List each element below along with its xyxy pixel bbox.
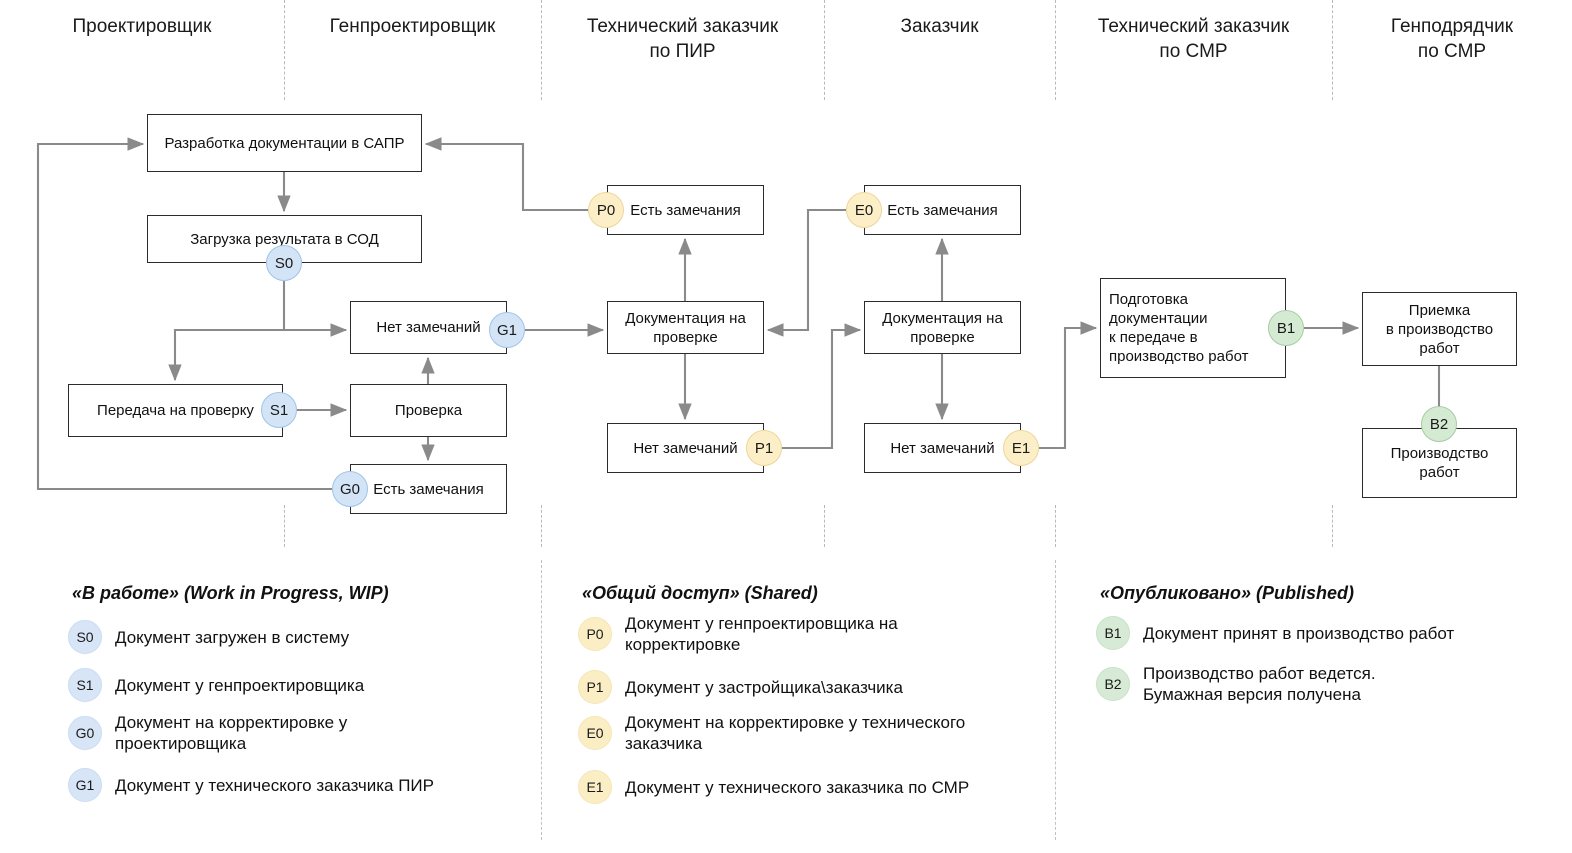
edge-e1-to-prep — [1039, 321, 1098, 450]
legend-item-text: Документ на корректировке у проектировщи… — [115, 713, 348, 753]
status-badge-p1[interactable]: P1 — [746, 430, 782, 466]
legend-item-text: Документ у технического заказчика ПИР — [115, 775, 434, 795]
edge-s0-to-transfer — [168, 328, 284, 382]
lane-divider-top-2 — [824, 0, 825, 100]
legend-item-text: Документ принят в производство работ — [1143, 623, 1455, 643]
legend-item: S0 Документ загружен в систему — [68, 620, 349, 654]
legend-item: P1 Документ у застройщика\заказчика — [578, 670, 903, 704]
lane-title-4: Технический заказчик по СМР — [1097, 16, 1290, 62]
legend-badge-p1: P1 — [578, 670, 612, 704]
legend-badge-b1: B1 — [1096, 616, 1130, 650]
legend-title-2: «Опубликовано» (Published) — [1100, 583, 1354, 603]
status-badge-p0[interactable]: P0 — [588, 192, 624, 228]
lane-title-5: Генподрядчик по СМР — [1390, 16, 1514, 62]
legend-item-text: Документ у генпроектировщика на корректи… — [625, 614, 898, 654]
node-accept[interactable]: Приемка в производство работ — [1362, 292, 1517, 366]
lane-divider-top-1 — [541, 0, 542, 100]
legend-badge-g0: G0 — [68, 716, 102, 750]
legend-badge-p0: P0 — [578, 617, 612, 651]
lane-divider-bottom-3 — [1055, 505, 1056, 547]
legend-item: S1 Документ у генпроектировщика — [68, 668, 364, 702]
node-e-remarks[interactable]: Есть замечания — [864, 185, 1021, 235]
node-p-doc[interactable]: Документация на проверке — [607, 301, 764, 354]
node-p-none[interactable]: Нет замечаний — [607, 423, 764, 473]
status-badge-e0[interactable]: E0 — [846, 192, 882, 228]
legend-item-text: Документ на корректировке у технического… — [625, 713, 966, 753]
legend-divider-1 — [1055, 560, 1056, 840]
lane-divider-top-0 — [284, 0, 285, 100]
node-check[interactable]: Проверка — [350, 384, 507, 437]
lane-title-1: Генпроектировщик — [329, 16, 496, 37]
legend-title-1: «Общий доступ» (Shared) — [582, 583, 818, 603]
edge-g0-to-cad — [36, 137, 332, 491]
legend-badge-s0: S0 — [68, 620, 102, 654]
legend-item: G0 Документ на корректировке у проектиров… — [68, 712, 347, 754]
legend-badge-e1: E1 — [578, 770, 612, 804]
status-badge-b1[interactable]: B1 — [1268, 310, 1304, 346]
legend-item: B1 Документ принят в производство работ — [1096, 616, 1454, 650]
legend-item-text: Производство работ ведется. Бумажная вер… — [1143, 664, 1376, 704]
node-transfer[interactable]: Передача на проверку — [68, 384, 283, 437]
node-prep[interactable]: Подготовка документации к передаче в про… — [1100, 278, 1286, 378]
legend-badge-b2: B2 — [1096, 667, 1130, 701]
legend-badge-s1: S1 — [68, 668, 102, 702]
legend-item: P0 Документ у генпроектировщика на коррек… — [578, 613, 898, 655]
legend-item-text: Документ у генпроектировщика — [115, 675, 365, 695]
lane-divider-bottom-1 — [541, 505, 542, 547]
legend-item: E0 Документ на корректировке у техническо… — [578, 712, 965, 754]
legend-item-text: Документ у застройщика\заказчика — [625, 677, 903, 697]
lane-title-2: Технический заказчик по ПИР — [586, 16, 779, 62]
status-badge-b2[interactable]: B2 — [1421, 406, 1457, 442]
legend-item: B2 Производство работ ведется. Бумажная в… — [1096, 663, 1376, 705]
lane-title-0: Проектировщик — [72, 16, 212, 37]
lane-title-3: Заказчик — [900, 16, 979, 37]
node-g-remarks[interactable]: Есть замечания — [350, 464, 507, 514]
lane-divider-top-3 — [1055, 0, 1056, 100]
legend-badge-g1: G1 — [68, 768, 102, 802]
lane-divider-top-4 — [1332, 0, 1333, 100]
legend-item-text: Документ у технического заказчика по СМР — [625, 777, 970, 797]
node-p-remarks[interactable]: Есть замечания — [607, 185, 764, 235]
legend-badge-e0: E0 — [578, 716, 612, 750]
lane-divider-bottom-2 — [824, 505, 825, 547]
node-e-doc[interactable]: Документация на проверке — [864, 301, 1021, 354]
legend-item-text: Документ загружен в систему — [115, 627, 350, 647]
edge-p1-to-edoc — [782, 323, 862, 450]
status-badge-s0[interactable]: S0 — [266, 245, 302, 281]
lane-divider-bottom-0 — [284, 505, 285, 547]
legend-title-0: «В работе» (Work in Progress, WIP) — [72, 583, 389, 603]
node-cad[interactable]: Разработка документации в САПР — [147, 114, 422, 172]
node-g-none[interactable]: Нет замечаний — [350, 301, 507, 354]
lane-divider-bottom-4 — [1332, 505, 1333, 547]
status-badge-e1[interactable]: E1 — [1003, 430, 1039, 466]
status-badge-g0[interactable]: G0 — [332, 471, 368, 507]
legend-item: G1 Документ у технического заказчика ПИР — [68, 768, 434, 802]
status-badge-g1[interactable]: G1 — [489, 312, 525, 348]
edge-p0-to-cad — [424, 137, 588, 212]
edge-e0-to-pdoc — [766, 208, 846, 337]
legend-item: E1 Документ у технического заказчика по С… — [578, 770, 969, 804]
node-e-none[interactable]: Нет замечаний — [864, 423, 1021, 473]
legend-divider-0 — [541, 560, 542, 840]
status-badge-s1[interactable]: S1 — [261, 392, 297, 428]
